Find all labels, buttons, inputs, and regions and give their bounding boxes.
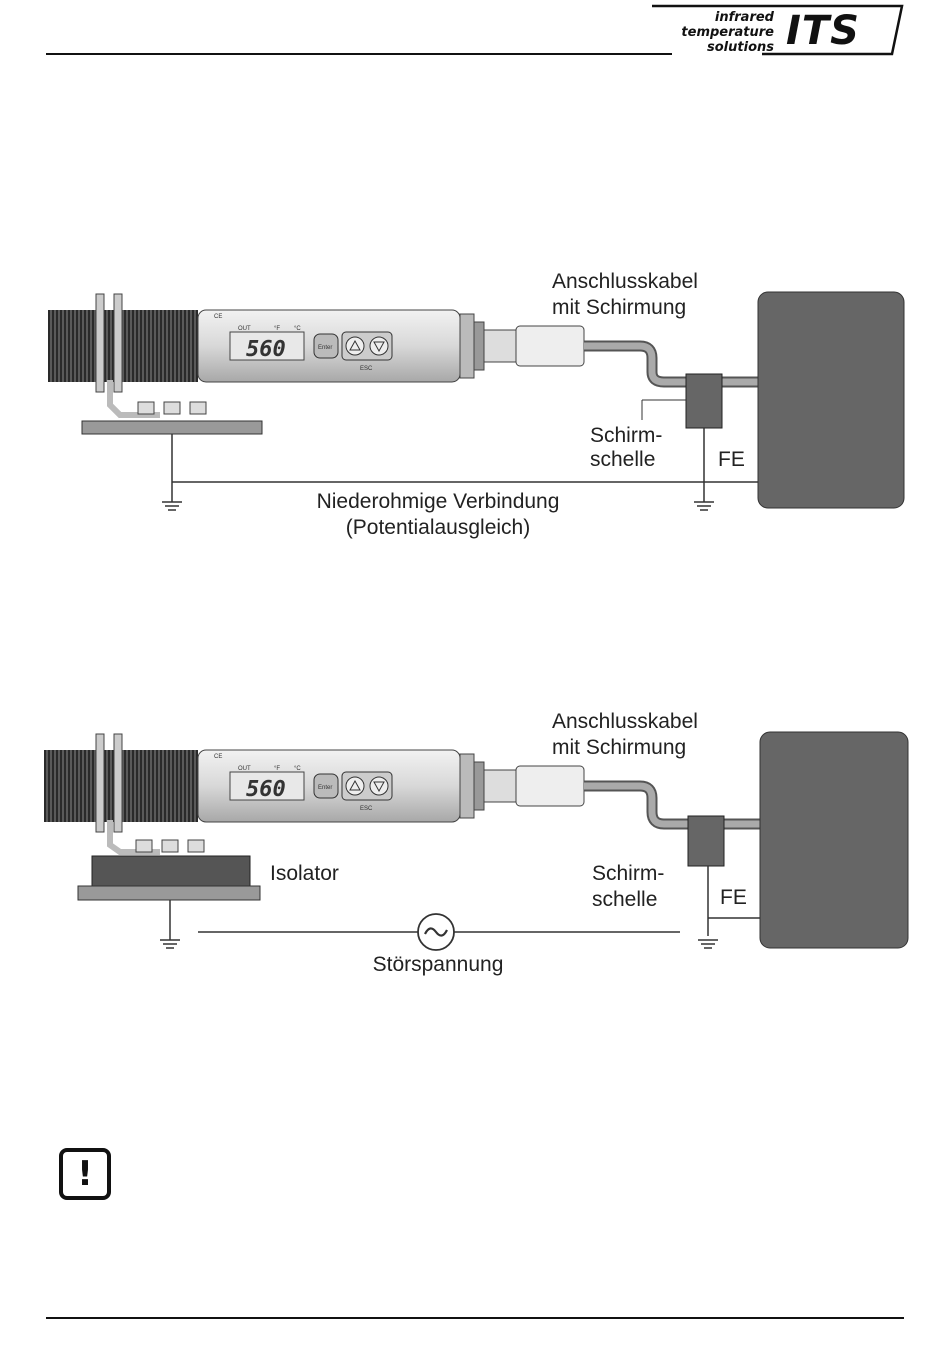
figure2-diagram: CE OUT °F °C 560 Enter ESC (40, 700, 912, 990)
esc-tag: ESC (360, 806, 373, 812)
mount-bracket-left (96, 734, 104, 832)
celsius-tag: °C (294, 326, 301, 332)
sensor-end-cap (460, 314, 474, 378)
enter-tag: Enter (318, 345, 332, 351)
out-tag: OUT (238, 766, 251, 772)
figure1-diagram: CE OUT °F °C 560 Enter ESC (40, 260, 912, 550)
exclamation-icon: ! (59, 1148, 111, 1200)
mount-bracket-left (96, 294, 104, 392)
ground-symbol-left (162, 502, 182, 510)
fe-label: FE (720, 886, 747, 909)
up-button (346, 337, 364, 355)
lcd-value: 560 (246, 777, 286, 802)
connector-nut (484, 330, 516, 362)
ce-mark: CE (214, 314, 222, 320)
mount-bracket-right (114, 734, 122, 832)
cable-plug (516, 766, 584, 806)
bolt (188, 840, 204, 852)
down-button (370, 337, 388, 355)
brand-line-1: infrared (662, 10, 774, 25)
clamp-label-line1: Schirm- (590, 424, 662, 447)
control-device (760, 732, 908, 948)
shielded-cable (584, 786, 762, 824)
shield-clamp (686, 374, 722, 428)
lcd-value: 560 (246, 337, 286, 362)
mounting-plate (78, 886, 260, 900)
fahrenheit-tag: °F (274, 766, 280, 772)
brand-line-2: temperature (662, 25, 774, 40)
notice-glyph: ! (77, 1154, 93, 1194)
ground-symbol-left (160, 940, 180, 948)
ground-symbol-right (694, 502, 714, 510)
figure-isolated-connection: CE OUT °F °C 560 Enter ESC (40, 700, 912, 990)
connection-label-line1: Niederohmige Verbindung (317, 490, 560, 513)
isolator-block (92, 856, 250, 886)
ground-symbol-right (698, 940, 718, 948)
bolt (136, 840, 152, 852)
noise-voltage-label: Störspannung (373, 953, 504, 976)
bolt (162, 840, 178, 852)
esc-tag: ESC (360, 366, 373, 372)
mount-bracket-right (114, 294, 122, 392)
cable-label-line2: mit Schirmung (552, 736, 686, 759)
isolator-label: Isolator (270, 862, 339, 885)
connector-ring (474, 762, 484, 810)
out-tag: OUT (238, 326, 251, 332)
clamp-label-line2: schelle (592, 888, 657, 911)
connector-nut (484, 770, 516, 802)
figure-grounded-connection: CE OUT °F °C 560 Enter ESC (40, 260, 912, 550)
bolt (138, 402, 154, 414)
shielded-cable-core (584, 786, 762, 824)
down-button (370, 777, 388, 795)
bolt (164, 402, 180, 414)
up-button (346, 777, 364, 795)
mounting-plate (82, 421, 262, 434)
footer-rule (46, 1317, 904, 1319)
fe-label: FE (718, 448, 745, 471)
sensor-end-cap (460, 754, 474, 818)
sensor-thread (48, 310, 198, 382)
its-logo: infrared temperature solutions ITS (648, 4, 904, 56)
celsius-tag: °C (294, 766, 301, 772)
brand-line-3: solutions (662, 40, 774, 55)
cable-label-line1: Anschlusskabel (552, 710, 698, 733)
fahrenheit-tag: °F (274, 326, 280, 332)
header-rule (46, 53, 672, 55)
cable-label-line2: mit Schirmung (552, 296, 686, 319)
enter-tag: Enter (318, 785, 332, 791)
ce-mark: CE (214, 754, 222, 760)
brand-tagline: infrared temperature solutions (662, 10, 774, 55)
cable-plug (516, 326, 584, 366)
shielded-cable (584, 346, 760, 382)
bolt (190, 402, 206, 414)
control-device (758, 292, 904, 508)
brand-mark: ITS (786, 8, 860, 54)
clamp-label-line2: schelle (590, 448, 655, 471)
clamp-label-line1: Schirm- (592, 862, 664, 885)
shield-clamp (688, 816, 724, 866)
connector-ring (474, 322, 484, 370)
connection-label-line2: (Potentialausgleich) (346, 516, 530, 539)
cable-label-line1: Anschlusskabel (552, 270, 698, 293)
ac-source-icon (418, 914, 454, 950)
